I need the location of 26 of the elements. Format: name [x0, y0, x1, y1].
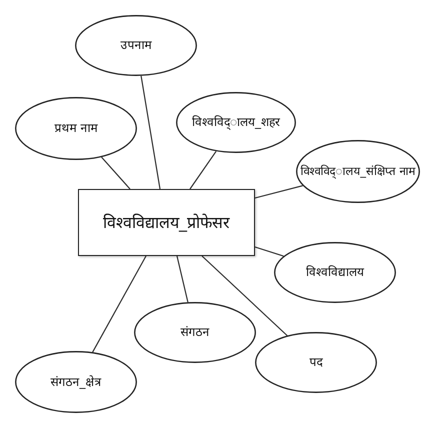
attribute-ellipse [255, 332, 377, 393]
connector-line [140, 76, 161, 190]
connector-line [176, 256, 188, 302]
attribute-ellipse [274, 242, 396, 303]
entity-box [78, 189, 255, 256]
connector-line [101, 156, 130, 190]
entity-name: विश्वविद्यालय_प्रोफेसर [103, 212, 230, 232]
attribute-ellipse [75, 15, 197, 76]
attribute-name: संगठन [180, 325, 210, 340]
connector-line [254, 185, 303, 199]
attribute-ellipse [296, 140, 420, 203]
connector-line [254, 246, 284, 257]
connector-line [190, 150, 217, 190]
attribute-name: संगठन_क्षेत्र [50, 374, 102, 390]
attribute-name: विश्वविद्ालय_संक्षिप्त नाम [300, 164, 416, 178]
connector-line [202, 256, 288, 336]
connector-line [92, 256, 146, 352]
attribute-name: विश्वविद्यालय [306, 265, 364, 280]
attribute-name: उपनाम [120, 38, 152, 53]
attribute-name: विश्वविद्ालय_शहर [192, 115, 280, 130]
attribute-ellipse [134, 302, 256, 363]
attribute-ellipse [15, 351, 137, 413]
attribute-ellipse [15, 97, 137, 160]
attribute-name: प्रथम नाम [54, 121, 98, 136]
attribute-name: पद [310, 355, 322, 370]
attribute-ellipse [176, 92, 296, 153]
